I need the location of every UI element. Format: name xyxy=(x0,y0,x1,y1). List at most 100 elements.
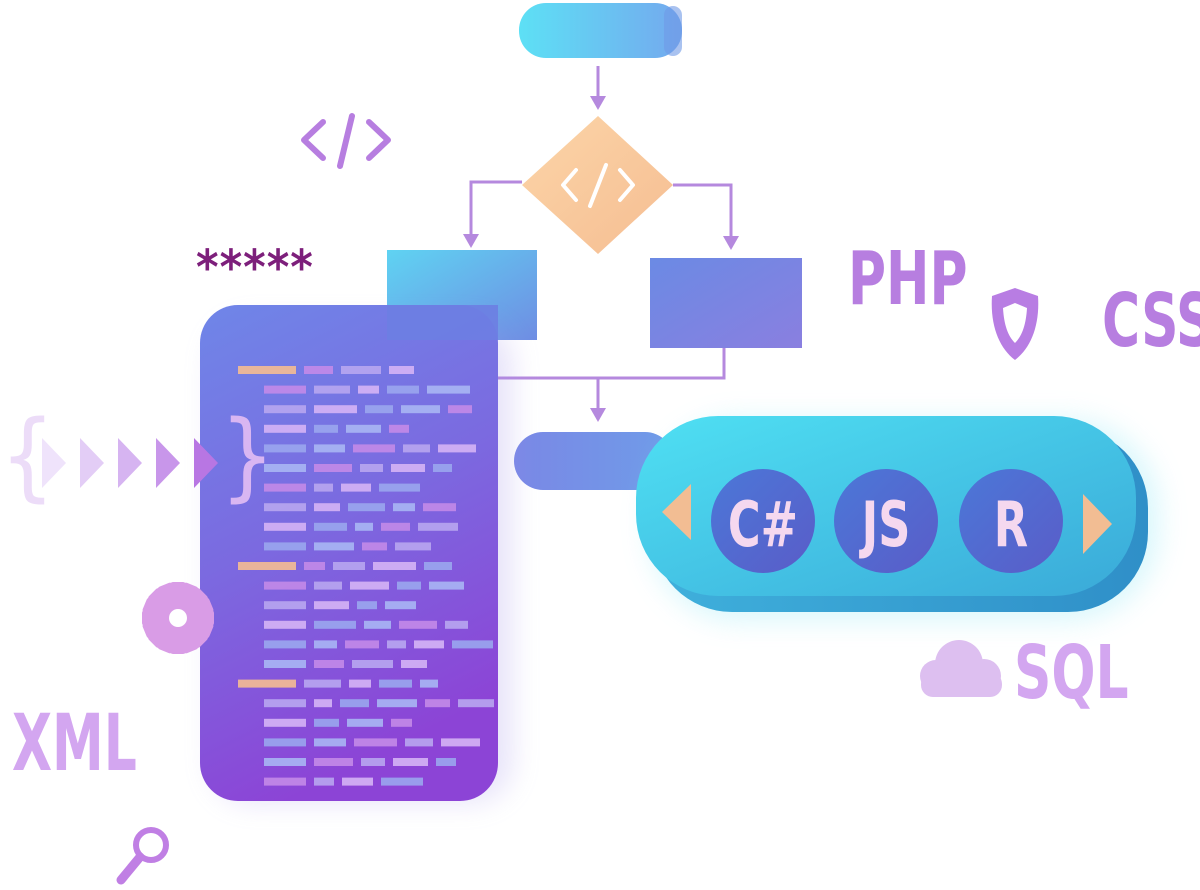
code-line-segment xyxy=(264,405,306,414)
code-line-segment xyxy=(264,385,306,394)
code-line-segment xyxy=(350,581,389,590)
process-box-right xyxy=(650,258,802,348)
code-line-segment xyxy=(452,640,493,649)
code-line-segment xyxy=(314,522,347,531)
code-lines xyxy=(238,366,494,786)
code-line-segment xyxy=(264,522,306,531)
code-line-segment xyxy=(379,679,412,688)
code-line-segment xyxy=(385,601,416,610)
code-line-segment xyxy=(264,601,306,610)
code-line-segment xyxy=(365,405,393,414)
css-label: CSS xyxy=(1102,278,1200,364)
code-line-segment xyxy=(304,562,325,570)
code-line-segment xyxy=(377,699,417,708)
sql-label: SQL xyxy=(1014,630,1129,716)
lang-circle-r[interactable] xyxy=(959,469,1063,573)
code-line-segment xyxy=(264,424,306,433)
code-line-segment xyxy=(436,758,456,766)
code-line-segment xyxy=(391,718,412,727)
flow-connector-top xyxy=(590,66,606,110)
code-line-segment xyxy=(314,620,356,629)
code-line-segment xyxy=(264,640,306,649)
code-line-segment xyxy=(304,679,341,688)
flowchart-start-node xyxy=(519,3,682,58)
code-line-segment xyxy=(393,503,415,512)
code-line-segment xyxy=(264,444,306,453)
code-line-segment xyxy=(342,777,373,786)
password-mask-text: ***** xyxy=(196,240,314,296)
code-line-segment xyxy=(397,581,421,590)
cloud-icon xyxy=(920,640,1002,697)
code-line-segment xyxy=(364,620,391,629)
flowchart xyxy=(387,3,802,490)
code-line-segment xyxy=(352,660,393,668)
code-line-segment xyxy=(341,483,371,492)
brace-open-icon: { xyxy=(0,400,55,512)
code-line-segment xyxy=(399,620,437,629)
code-line-segment xyxy=(425,699,450,708)
code-line-segment xyxy=(458,699,494,708)
code-document xyxy=(200,305,512,802)
carousel-next-arrow[interactable] xyxy=(1083,494,1112,554)
code-line-segment xyxy=(340,699,369,708)
code-line-segment xyxy=(420,679,438,688)
php-label: PHP xyxy=(848,236,968,322)
code-line-segment xyxy=(389,424,409,433)
code-line-segment xyxy=(341,366,381,374)
code-line-segment xyxy=(389,366,414,374)
code-line-segment xyxy=(264,718,306,727)
code-line-segment xyxy=(314,464,352,472)
code-brackets-icon xyxy=(561,163,635,208)
code-line-segment xyxy=(429,581,464,590)
code-line-segment xyxy=(314,444,345,453)
gear-icon xyxy=(142,582,214,654)
language-carousel[interactable]: C# JS R xyxy=(636,416,1158,620)
lang-label-r: R xyxy=(994,489,1028,561)
code-line-segment xyxy=(379,483,420,492)
code-line-segment xyxy=(264,620,306,629)
code-line-segment xyxy=(264,738,306,747)
brace-close-icon: } xyxy=(220,400,275,512)
flow-connector-branches xyxy=(469,180,733,240)
code-line-segment xyxy=(348,503,385,512)
lang-label-js: JS xyxy=(858,489,910,561)
code-line-segment xyxy=(314,699,332,708)
code-line-segment xyxy=(391,464,425,472)
code-line-segment xyxy=(357,601,377,610)
code-line-segment xyxy=(405,738,433,747)
code-line-segment xyxy=(438,444,476,453)
code-line-segment xyxy=(445,620,468,629)
lang-circle-csharp[interactable] xyxy=(711,469,815,573)
code-line-segment xyxy=(264,777,306,786)
code-line-segment xyxy=(349,679,371,688)
flowchart-end-bar xyxy=(514,432,674,490)
code-line-segment xyxy=(441,738,480,747)
code-line-segment xyxy=(381,522,410,531)
code-line-segment xyxy=(333,562,365,570)
code-line-segment xyxy=(314,660,344,668)
code-line-segment xyxy=(264,699,306,708)
carousel-prev-arrow[interactable] xyxy=(662,484,691,540)
code-line-segment xyxy=(264,581,306,590)
shield-icon xyxy=(991,288,1039,360)
code-line-segment xyxy=(314,542,354,551)
code-line-segment xyxy=(314,503,340,512)
lang-circle-js[interactable] xyxy=(834,469,938,573)
code-line-segment xyxy=(393,758,428,766)
code-line-segment xyxy=(314,758,353,766)
code-line-segment xyxy=(427,385,470,394)
lang-label-csharp: C# xyxy=(728,489,798,561)
play-arrows-icon xyxy=(42,438,218,488)
code-line-segment xyxy=(264,758,306,766)
code-line-segment xyxy=(345,640,379,649)
code-line-segment xyxy=(238,679,296,688)
code-line-segment xyxy=(424,562,452,570)
code-line-segment xyxy=(314,581,342,590)
code-line-segment xyxy=(395,542,431,551)
code-line-segment xyxy=(238,366,296,374)
code-line-segment xyxy=(353,444,395,453)
code-line-segment xyxy=(403,444,430,453)
code-line-segment xyxy=(314,601,349,610)
code-line-segment xyxy=(314,718,339,727)
